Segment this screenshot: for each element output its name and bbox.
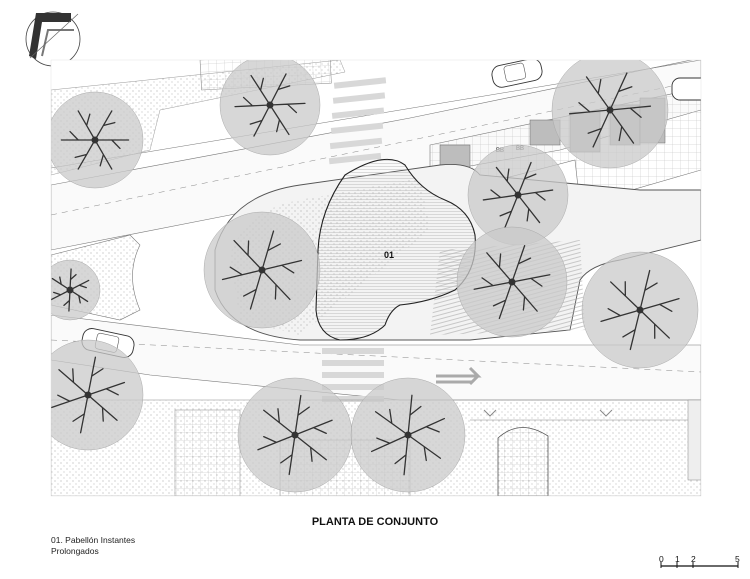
crosswalk-bottom bbox=[322, 348, 384, 402]
tree-branches bbox=[257, 394, 333, 476]
drawing-title: PLANTA DE CONJUNTO bbox=[311, 516, 439, 528]
trees-layer bbox=[51, 60, 699, 493]
tree-canopy bbox=[551, 60, 669, 169]
tree-canopy bbox=[51, 259, 101, 321]
tree-branches bbox=[600, 269, 680, 351]
north-arrow-icon bbox=[25, 11, 81, 67]
plan-area: BB BB bbox=[51, 60, 701, 496]
tree-branches bbox=[473, 244, 551, 320]
tree-branches bbox=[60, 110, 130, 170]
tree-canopy bbox=[51, 339, 144, 451]
pavilion-label: 01 bbox=[384, 250, 394, 260]
tree-branches bbox=[482, 161, 554, 229]
scale-bar: 0 1 2 5 bbox=[659, 554, 740, 568]
tree-branches bbox=[234, 73, 306, 137]
scale-label: 2 bbox=[691, 554, 696, 564]
arched-entrance bbox=[497, 427, 549, 496]
tree-branches bbox=[51, 356, 126, 434]
car-icon bbox=[491, 60, 543, 88]
pavilion-01 bbox=[315, 158, 476, 341]
crosswalk-top bbox=[328, 77, 387, 165]
tree-branches bbox=[568, 72, 652, 148]
legend: 01. Pabellón Instantes Prolongados bbox=[51, 535, 191, 557]
tree-branches bbox=[51, 268, 90, 312]
tree-branches bbox=[370, 394, 446, 476]
scale-label: 1 bbox=[675, 554, 680, 564]
tree-branches bbox=[221, 230, 303, 310]
direction-arrow-icon bbox=[436, 366, 482, 386]
scale-label: 5 bbox=[735, 554, 740, 564]
legend-line: 01. Pabellón Instantes bbox=[51, 535, 136, 545]
legend-line: Prolongados bbox=[51, 546, 99, 556]
scale-label: 0 bbox=[659, 554, 664, 564]
